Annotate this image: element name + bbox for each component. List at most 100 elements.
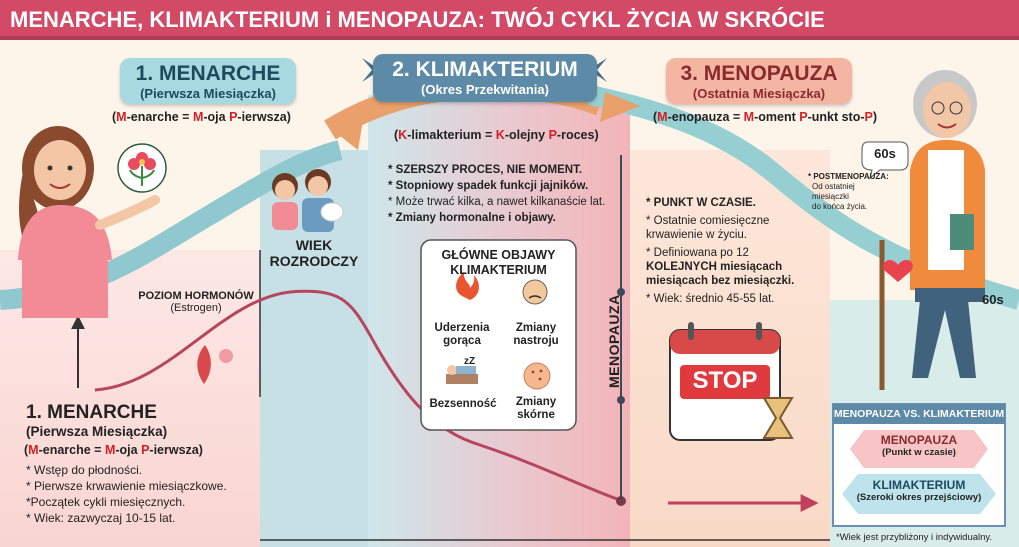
menarche-mnemonic: (M-enarche = M-oja P-ierwsza) [112,110,291,124]
menarche-tag-subtitle: (Pierwsza Miesiączka) [140,86,276,101]
menarche-tag: 1. MENARCHE (Pierwsza Miesiączka) [120,58,296,104]
mnemonic-letter: M [104,443,116,457]
postmenopause-line: do końca życia. [812,202,868,211]
mnemonic-text: -limakterium = [407,128,496,142]
mnemonic-text: ( [112,110,117,124]
comparison-title: MENOPAUZA VS. KLIMAKTERIUM [833,408,1005,420]
symptom-label: nastroju [513,335,559,347]
mnemonic-text: -ierwsza) [237,110,291,124]
menopauza-point-line: * Definiowana po 12 [646,247,749,259]
mnemonic-text: -unkt sto- [807,110,865,124]
symptom-insomnia: Bezsenność [424,398,502,411]
menarche-description-mnemonic: (M-enarche = M-oja P-ierwsza) [24,443,276,457]
comparison-klimakterium-title: KLIMAKTERIUM [872,478,966,492]
symptoms-title-line1: GŁÓWNE OBJAWY [441,248,556,262]
mnemonic-text: -enopauza = [667,110,744,124]
menopauza-point-line: KOLEJNYCH miesiącach [646,261,783,273]
menopauza-point: * PUNKT W CZASIE. [646,197,756,209]
mnemonic-letter: M [657,110,668,124]
mnemonic-text: -enarche = [126,110,193,124]
mnemonic-text: ( [394,128,399,142]
heart-icon [883,259,913,282]
mnemonic-letter: M [28,443,39,457]
hormone-curve [94,289,621,502]
menarche-point: *Początek cykli miesięcznych. [26,495,186,509]
symptom-label: Bezsenność [429,398,497,410]
klimakterium-point: * Może trwać kilka, a nawet kilkanaście … [388,196,606,208]
comparison-klimakterium: KLIMAKTERIUM (Szeroki okres przejściowy) [850,478,988,503]
symptoms-title-line2: KLIMAKTERIUM [450,263,547,277]
calendar-stop-illustration [669,322,794,441]
symptoms-title: GŁÓWNE OBJAWY KLIMAKTERIUM [421,248,576,278]
postmenopause-title: * POSTMENOPAUZA: [808,172,889,181]
mnemonic-letter: M [743,110,755,124]
ribbon-arrow-icon [600,92,640,122]
menopauza-mnemonic: (M-enopauza = M-oment P-unkt sto-P) [653,110,877,124]
age-60s-axis: 60s [982,292,1004,307]
symptom-label: Zmiany [515,322,557,334]
klimakterium-tag-title: 2. KLIMAKTERIUM [392,58,578,81]
reproductive-age-line2: ROZRODCZY [269,253,359,269]
older-woman-illustration [879,70,985,390]
ribbon-arrow-left-icon [330,108,365,150]
menopauza-tag-subtitle: (Ostatnia Miesiączka) [692,86,826,101]
mnemonic-text: ( [653,110,658,124]
mnemonic-text: -enarche = [38,443,105,457]
klimakterium-tag: 2. KLIMAKTERIUM (Okres Przekwitania) [373,54,597,102]
hormone-label: POZIOM HORMONÓW (Estrogen) [126,290,266,314]
comparison-klimakterium-sub: (Szeroki okres przejściowy) [856,492,982,503]
mnemonic-letter: P [548,128,557,142]
symptom-label: skórne [517,409,555,421]
girl-illustration [18,126,160,318]
reproductive-age-line1: WIEK [295,237,333,253]
menopauza-tag-title: 3. MENOPAUZA [680,62,838,85]
menarche-tag-title: 1. MENARCHE [135,62,281,85]
footnote: *Wiek jest przybliżony i indywidualny. [836,532,993,543]
mnemonic-text: ( [24,443,29,457]
sleep-zz-icon: zZ [464,356,476,367]
menarche-description-subtitle: (Pierwsza Miesiączka) [26,424,168,439]
symptom-hot-flashes: Uderzenia gorąca [426,322,498,348]
menopauza-point-line: krwawienie w życiu. [646,229,747,241]
mnemonic-text: -olejny [504,128,549,142]
comparison-menopauza-title: MENOPAUZA [880,433,958,447]
klimakterium-points: * SZERSZY PROCES, NIE MOMENT. * Stopniow… [388,163,624,227]
mnemonic-letter: M [192,110,204,124]
flower-bubble-icon [117,143,167,193]
symptom-skin: Zmiany skórne [500,396,572,422]
symptom-label: gorąca [443,335,481,347]
mnemonic-letter: P [799,110,808,124]
mnemonic-letter: P [864,110,873,124]
menopauza-point: * Definiowana po 12 KOLEJNYCH miesiącach… [646,246,822,288]
menopauza-point-line: * Ostatnie comiesięczne [646,215,770,227]
mnemonic-text: -oja [203,110,230,124]
symptom-label: Zmiany [515,396,557,408]
mnemonic-text: -ierwsza) [149,443,203,457]
stop-label: STOP [692,367,758,394]
mnemonic-letter: P [229,110,238,124]
comparison-menopauza-sub: (Punkt w czasie) [882,447,956,458]
drop-icon [197,345,211,384]
age-60s-bubble: 60s [874,146,896,161]
mnemonic-letter: P [141,443,150,457]
mnemonic-letter: K [495,128,505,142]
mnemonic-text: -oment [754,110,800,124]
symptom-mood: Zmiany nastroju [500,322,572,348]
klimakterium-point: * Zmiany hormonalne i objawy. [388,212,556,224]
klimakterium-point: * SZERSZY PROCES, NIE MOMENT. [388,164,583,176]
mnemonic-letter: M [116,110,127,124]
menopauza-point-line: miesiącach bez miesiączki. [646,275,795,287]
menopauza-points: * PUNKT W CZASIE. * Ostatnie comiesięczn… [646,196,822,308]
hormone-label-title: POZIOM HORMONÓW [138,290,254,302]
menopauza-point: * Wiek: średnio 45-55 lat. [646,293,775,305]
hormone-label-subtitle: (Estrogen) [170,302,222,314]
menopause-vertical-label: MENOPAUZA [606,294,622,388]
menarche-point: * Wstęp do płodności. [26,463,143,477]
reproductive-age-label: WIEK ROZRODCZY [258,237,370,269]
flame-shape [456,272,479,300]
title-bar [0,0,1019,40]
mnemonic-text: -oja [115,443,142,457]
menarche-description: 1. MENARCHE (Pierwsza Miesiączka) (M-ena… [24,402,276,527]
page-title: MENARCHE, KLIMAKTERIUM i MENOPAUZA: TWÓJ… [10,7,825,32]
